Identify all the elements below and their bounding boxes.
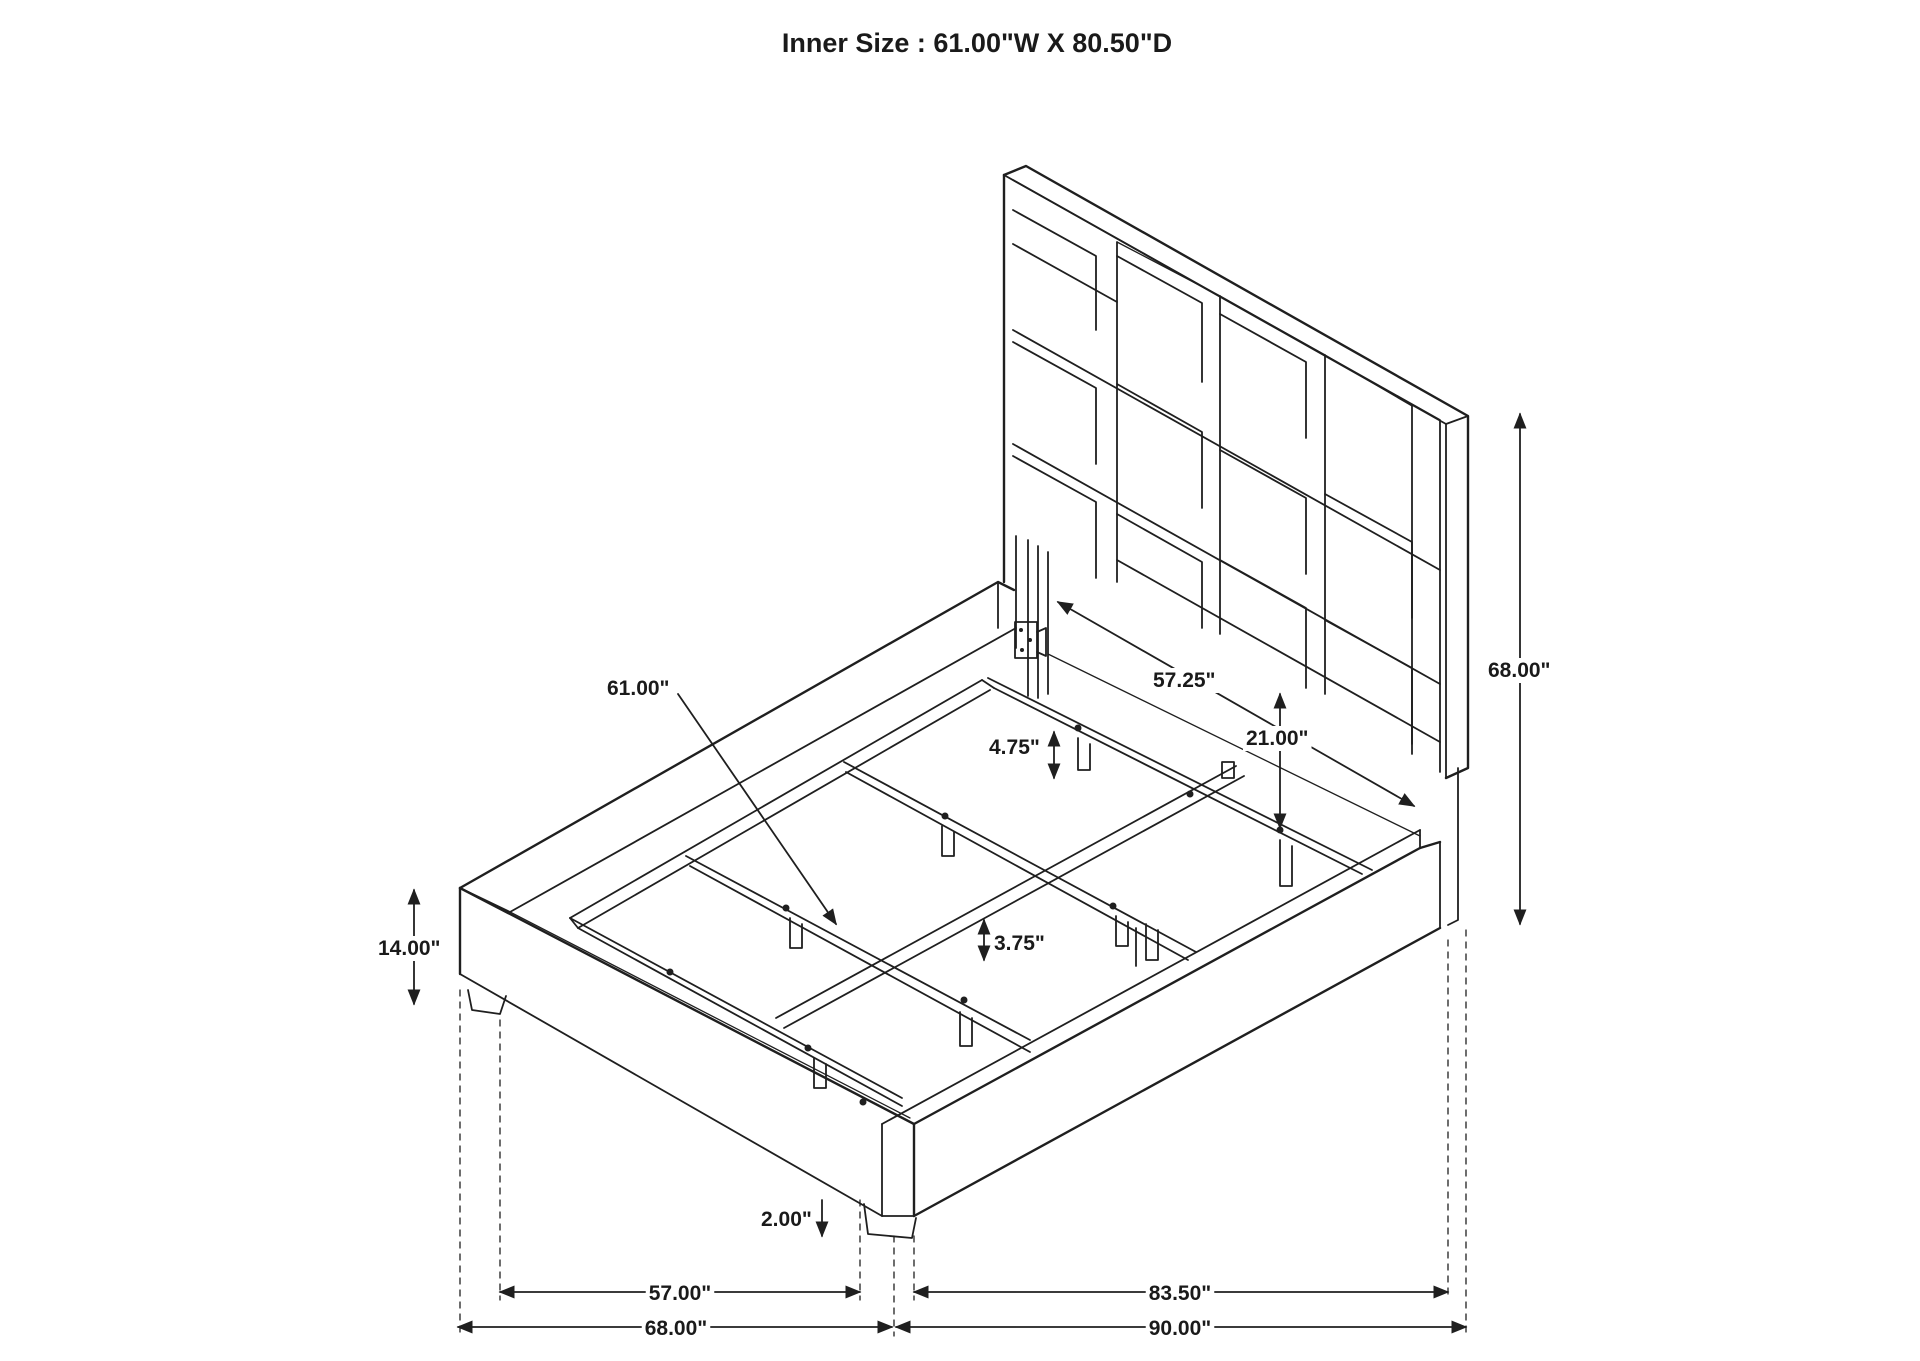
bolt-dots (666, 724, 1284, 1106)
headboard-posts (1014, 535, 1049, 699)
label-headboard-height: 68.00" (1488, 659, 1551, 682)
bed-frame (458, 580, 1442, 1239)
label-backing (758, 1207, 815, 1232)
label-backing (641, 1316, 711, 1341)
label-backing (1150, 668, 1219, 693)
label-slat-width: 61.00" (607, 677, 670, 700)
support-legs (789, 737, 1293, 1089)
label-backing (1243, 726, 1312, 751)
label-backing (991, 931, 1048, 956)
page-title: Inner Size : 61.00"W X 80.50"D (782, 28, 1172, 58)
bracket-icon (1014, 621, 1047, 659)
label-side-height: 14.00" (378, 937, 441, 960)
label-backing (1145, 1281, 1215, 1306)
label-leg-height-center: 4.75" (989, 736, 1040, 759)
label-backing (375, 936, 444, 961)
label-leg-height-inner: 3.75" (994, 932, 1045, 955)
label-headboard-clearance: 21.00" (1246, 727, 1309, 750)
dimension-lines (407, 412, 1527, 1337)
dimension-labels: 68.00" 57.25" 21.00" 61.00" 4.75" 3.75" … (375, 658, 1554, 1341)
label-backing (986, 735, 1043, 760)
label-backing (1145, 1316, 1215, 1341)
label-inner-length: 83.50" (1149, 1282, 1212, 1305)
tufted-panels (1012, 209, 1441, 755)
label-headboard-inner-width: 57.25" (1153, 669, 1216, 692)
label-outer-length: 90.00" (1149, 1317, 1212, 1340)
label-backing (1485, 658, 1554, 683)
label-outer-width: 68.00" (645, 1317, 708, 1340)
label-foot-clearance: 2.00" (761, 1208, 812, 1231)
label-backing (604, 676, 673, 701)
label-backing (645, 1281, 715, 1306)
label-inner-width-bottom: 57.00" (649, 1282, 712, 1305)
